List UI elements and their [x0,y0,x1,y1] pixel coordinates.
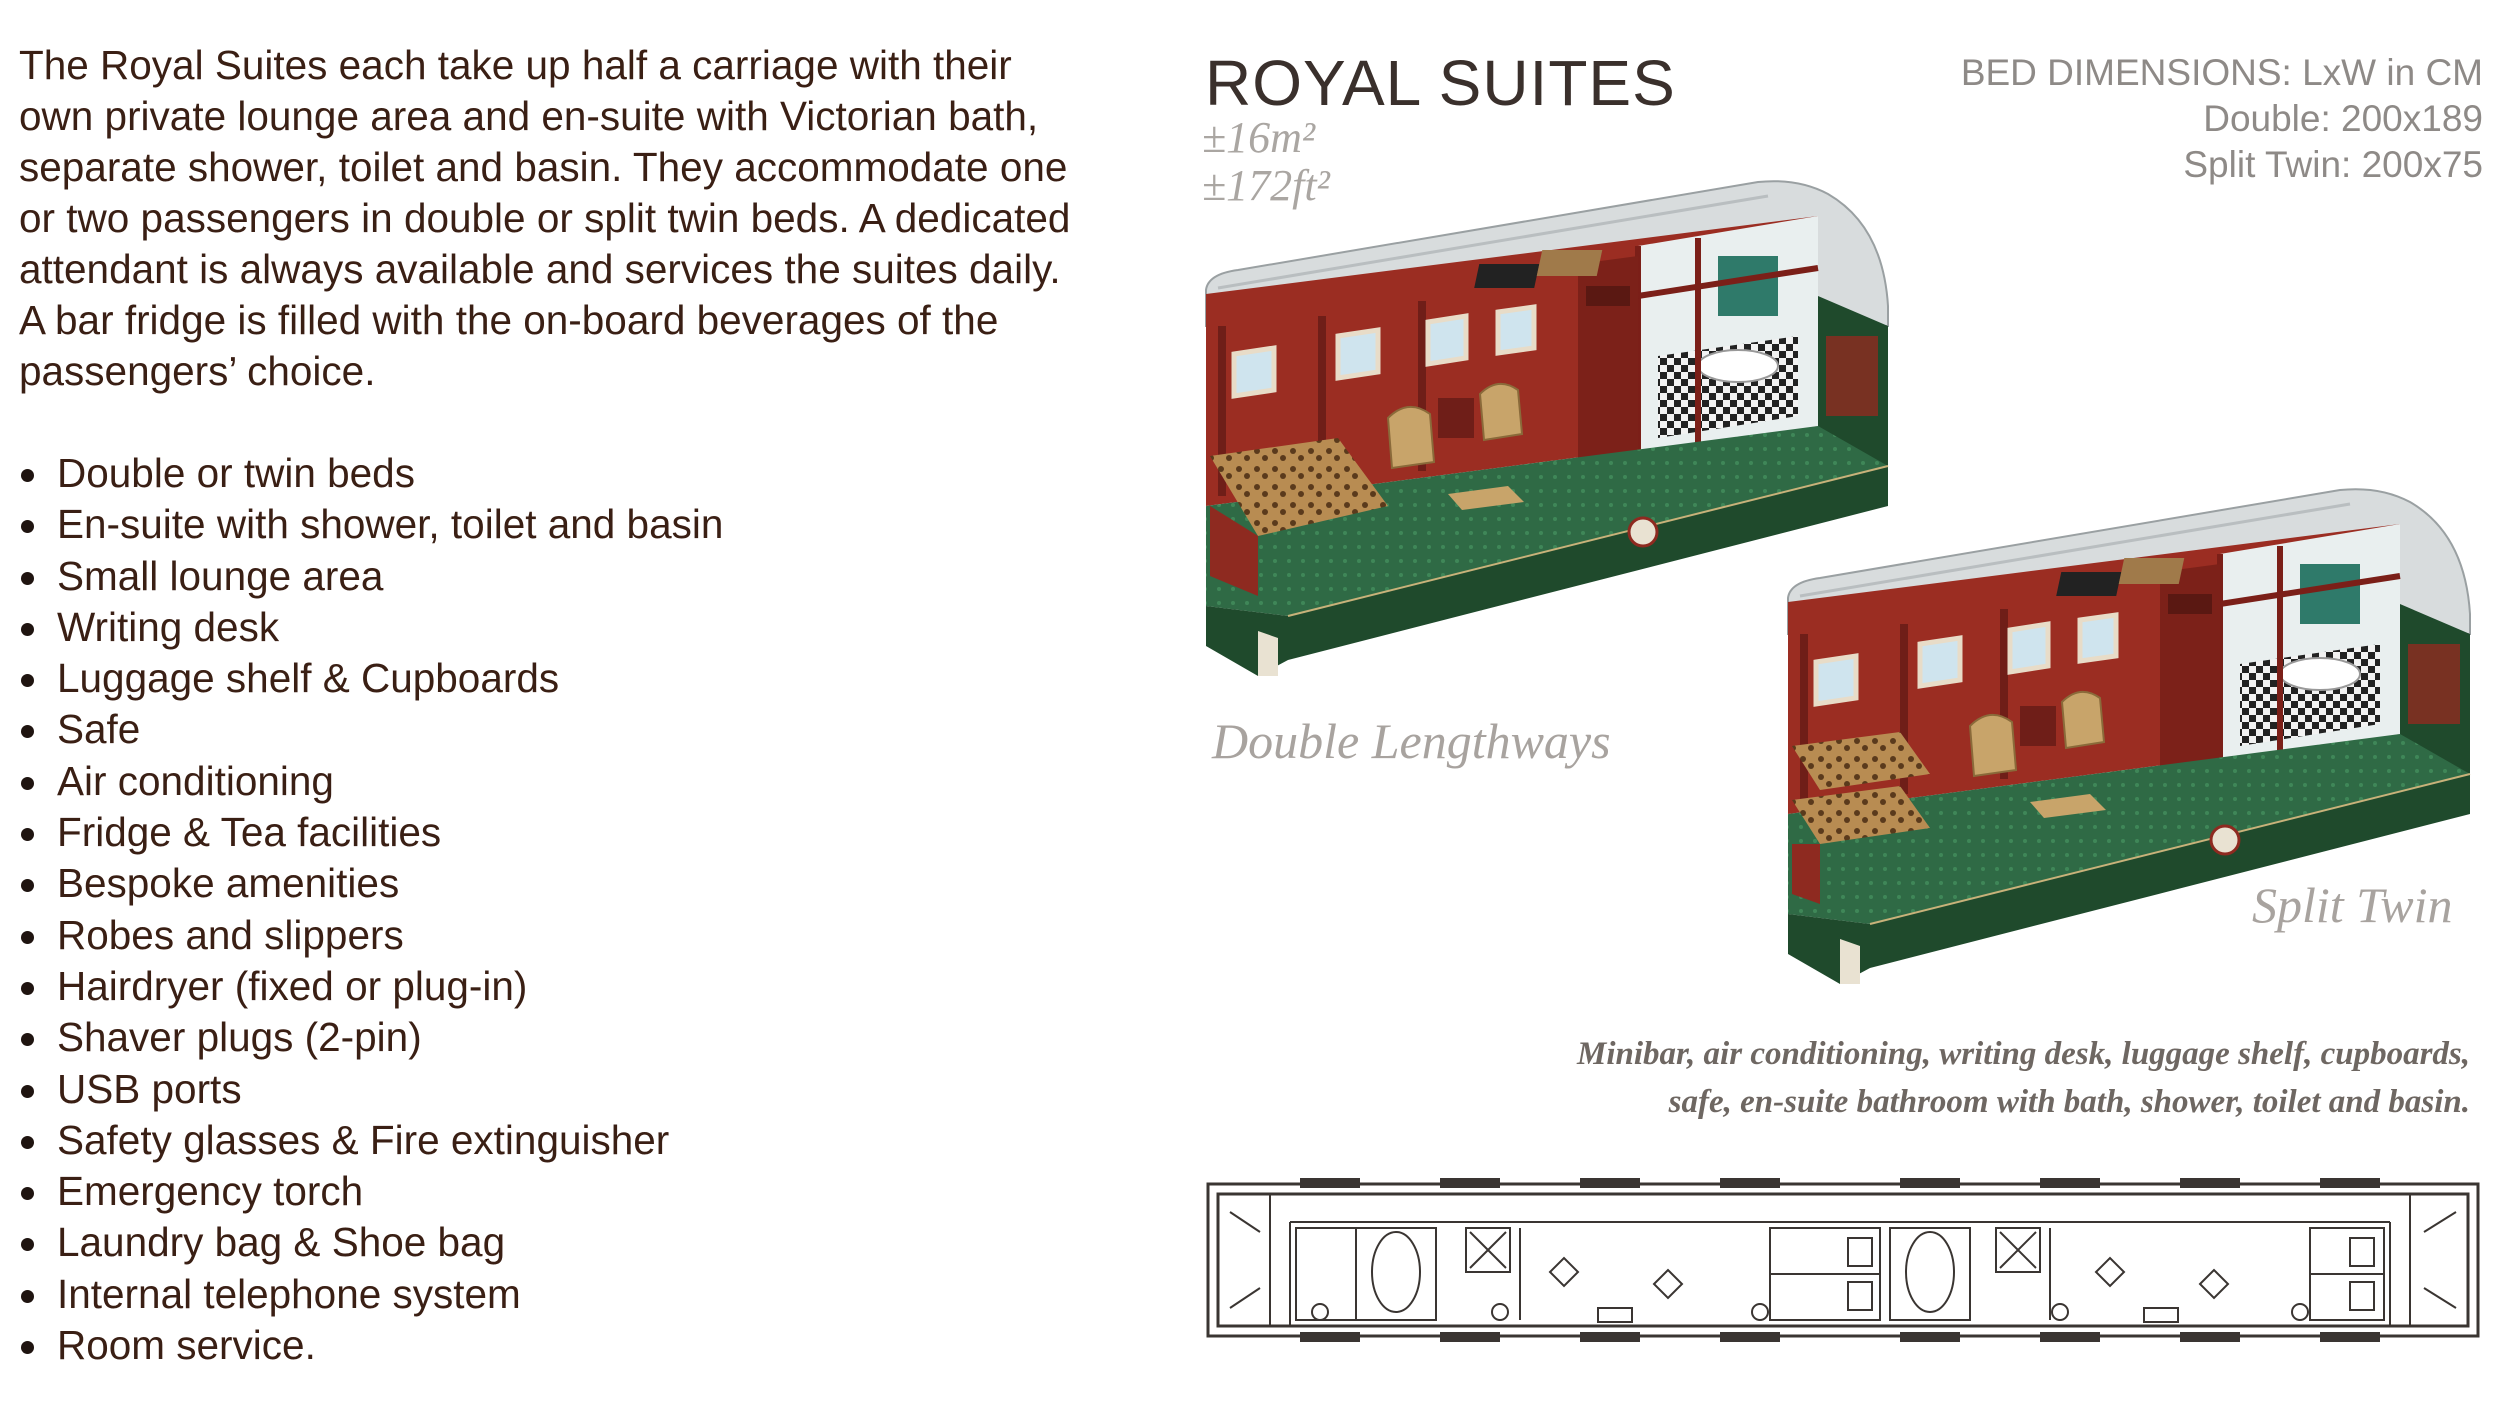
list-item: USB ports [19,1064,723,1115]
bed-dimensions-split-twin: Split Twin: 200x75 [2183,144,2483,185]
floorplan-icon [1206,1178,2480,1342]
caption-double-lengthways: Double Lengthways [1212,713,1611,769]
feature-label: Bespoke amenities [57,860,400,907]
bullet-dot-icon [21,1341,34,1355]
list-item: Small lounge area [19,551,723,602]
feature-label: Robes and slippers [57,911,404,958]
list-item: Internal telephone system [19,1269,723,1320]
feature-label: USB ports [57,1065,242,1112]
list-item: Room service. [19,1320,723,1371]
bullet-dot-icon [21,930,34,944]
bullet-dot-icon [21,1084,34,1098]
bullet-dot-icon [21,828,34,842]
feature-label: Double or twin beds [57,450,415,496]
list-item: Laundry bag & Shoe bag [19,1217,723,1268]
bed-dimensions-heading: BED DIMENSIONS: LxW in CM [1960,52,2483,93]
list-item: Air conditioning [19,756,723,807]
bullet-dot-icon [21,725,34,739]
bed-dimensions-double: Double: 200x189 [2203,98,2483,139]
list-item: Shaver plugs (2-pin) [19,1012,723,1063]
bullet-dot-icon [21,1238,34,1252]
feature-label: Internal telephone system [57,1270,521,1317]
list-item: Safety glasses & Fire extinguisher [19,1115,723,1166]
area-metric: ±16m² [1202,113,1316,162]
feature-label: Laundry bag & Shoe bag [57,1219,506,1266]
feature-label: Room service. [57,1322,316,1369]
double-lengthways-illustration [1205,180,1889,676]
suite-title: ROYAL SUITES [1205,47,1676,119]
feature-label: Shaver plugs (2-pin) [57,1014,422,1061]
caption-split-twin: Split Twin [2252,877,2453,933]
feature-label: Luggage shelf & Cupboards [57,655,560,702]
bullet-dot-icon [21,1289,34,1303]
bullet-dot-icon [21,1033,34,1047]
feature-label: Safe [57,706,141,753]
amenities-line-1: Minibar, air conditioning, writing desk,… [1577,1036,2470,1072]
list-item: Double or twin beds [19,448,723,499]
bullet-dot-icon [21,571,34,585]
intro-paragraph: The Royal Suites each take up half a car… [19,42,1071,394]
bullet-dot-icon [21,776,34,790]
bullet-dot-icon [21,469,34,482]
amenities-line-2: safe, en-suite bathroom with bath, showe… [1668,1084,2470,1120]
feature-label: Small lounge area [57,552,384,599]
list-item: Writing desk [19,602,723,653]
area-imperial: ±172ft² [1202,161,1330,210]
bullet-dot-icon [21,981,34,995]
split-twin-illustration [1787,488,2471,984]
feature-label: Safety glasses & Fire extinguisher [57,1116,670,1163]
list-item: Hairdryer (fixed or plug-in) [19,961,723,1012]
bullet-dot-icon [21,1187,34,1201]
feature-label: En-suite with shower, toilet and basin [57,501,724,548]
feature-label: Air conditioning [57,757,334,804]
bullet-dot-icon [21,674,34,688]
feature-label: Fridge & Tea facilities [57,809,442,856]
feature-label: Emergency torch [57,1168,364,1215]
list-item: Luggage shelf & Cupboards [19,653,723,704]
feature-label: Writing desk [57,603,280,650]
list-item: Emergency torch [19,1166,723,1217]
list-item: Fridge & Tea facilities [19,807,723,858]
bullet-dot-icon [21,1135,34,1149]
bullet-dot-icon [21,879,34,893]
list-item: Safe [19,704,723,755]
bullet-dot-icon [21,622,34,636]
list-item: Bespoke amenities [19,858,723,909]
list-item: Robes and slippers [19,910,723,961]
feature-list: Double or twin beds En-suite with shower… [19,448,723,1371]
list-item: En-suite with shower, toilet and basin [19,499,723,550]
feature-label: Hairdryer (fixed or plug-in) [57,962,528,1009]
bullet-dot-icon [21,520,34,534]
